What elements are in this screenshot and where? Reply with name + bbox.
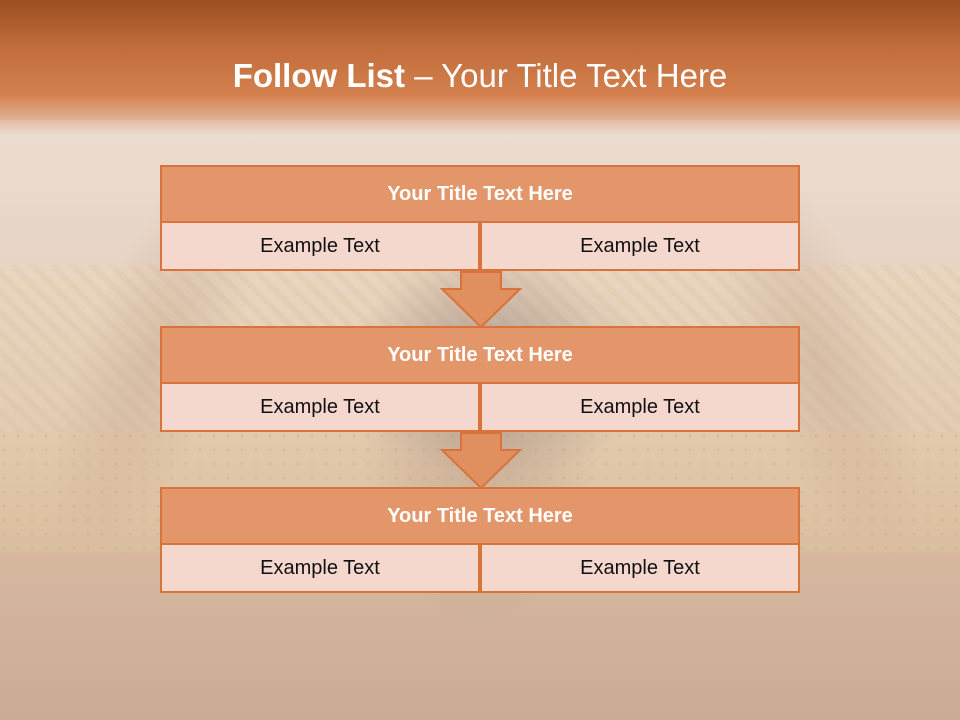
list-block-3: Your Title Text Here Example Text Exampl… (160, 487, 800, 593)
block-title: Your Title Text Here (160, 326, 800, 384)
block-title: Your Title Text Here (160, 487, 800, 545)
block-right-text: Example Text (480, 382, 800, 432)
slide-title-bold: Follow List (232, 57, 406, 94)
arrow-down-icon (440, 271, 522, 329)
block-left-text: Example Text (160, 382, 480, 432)
block-right-text: Example Text (480, 543, 800, 593)
arrow-down-icon (440, 432, 522, 490)
list-block-1: Your Title Text Here Example Text Exampl… (160, 165, 800, 271)
block-title: Your Title Text Here (160, 165, 800, 223)
list-block-2: Your Title Text Here Example Text Exampl… (160, 326, 800, 432)
slide-title-rest: – Your Title Text Here (405, 57, 728, 94)
block-left-text: Example Text (160, 543, 480, 593)
header-band: Follow List – Your Title Text Here (0, 0, 960, 135)
block-right-text: Example Text (480, 221, 800, 271)
slide-title: Follow List – Your Title Text Here (0, 56, 960, 96)
block-left-text: Example Text (160, 221, 480, 271)
